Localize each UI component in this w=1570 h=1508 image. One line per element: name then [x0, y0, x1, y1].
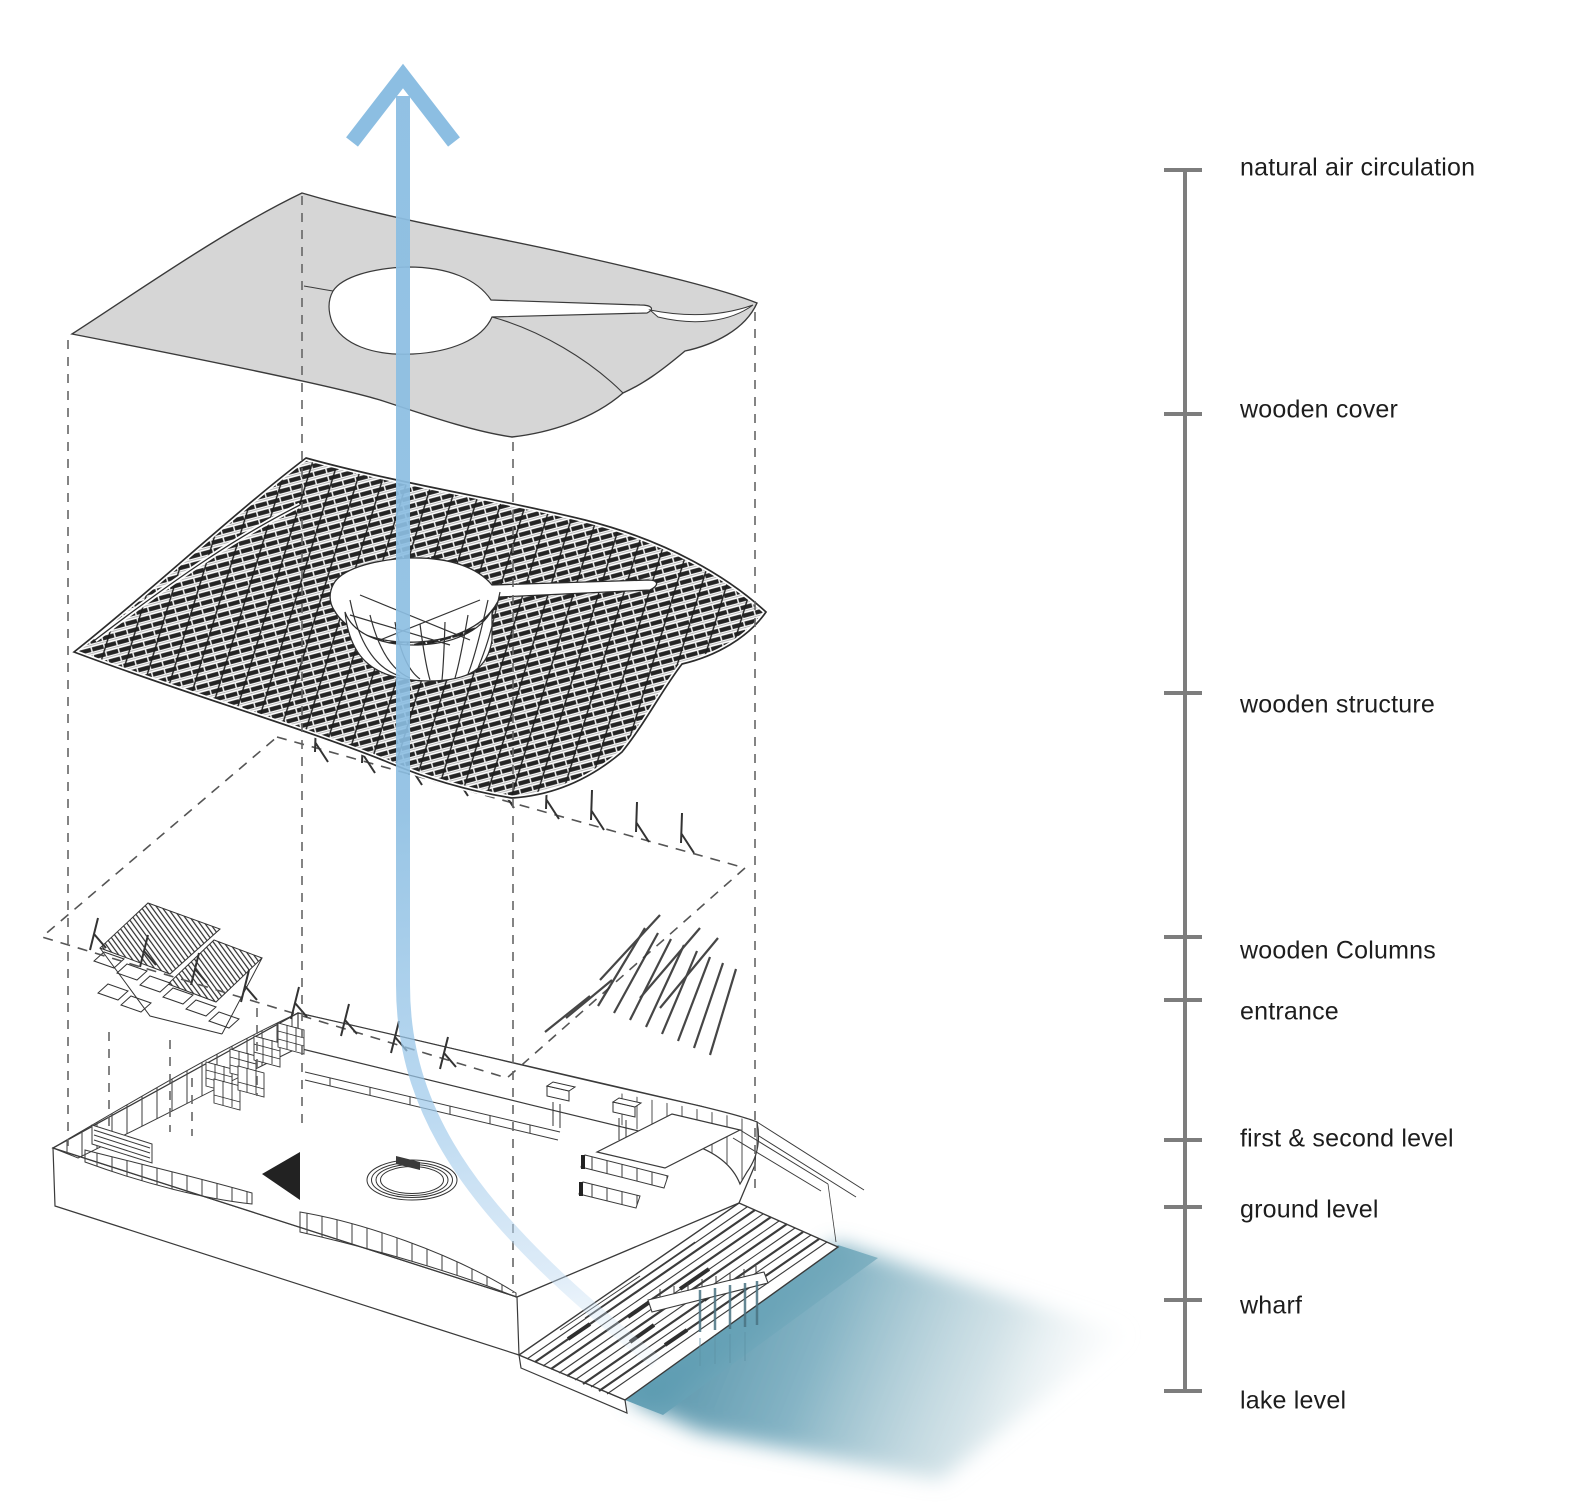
flow-path — [396, 96, 661, 1368]
label-natural-air-circulation: natural air circulation — [1240, 153, 1476, 182]
post-reflections — [699, 1332, 746, 1366]
label-lake-level: lake level — [1240, 1386, 1347, 1415]
axis-tick — [1164, 1298, 1202, 1302]
water-edge — [625, 1245, 878, 1415]
label-wharf: wharf — [1240, 1291, 1303, 1320]
wall-benches — [545, 1081, 643, 1142]
stair-triangle — [262, 1152, 300, 1200]
front-wall-left — [84, 1149, 253, 1205]
cover-slit — [648, 304, 754, 323]
deck-steps — [559, 1241, 696, 1331]
bookshelf-zigzag — [205, 1022, 305, 1111]
label-entrance: entrance — [1240, 997, 1339, 1026]
label-first-second-level: first & second level — [1240, 1124, 1454, 1153]
arrow-head — [346, 63, 460, 147]
water-fade — [627, 1243, 1128, 1480]
axis-tick — [1164, 691, 1202, 695]
guide-lines — [67, 196, 756, 1293]
label-wooden-cover: wooden cover — [1240, 395, 1399, 424]
label-wooden-columns: wooden Columns — [1240, 936, 1436, 965]
right-building — [578, 1113, 829, 1209]
lake-water — [625, 1243, 1128, 1480]
level-axis-line — [1183, 170, 1187, 1391]
axis-tick — [1164, 1138, 1202, 1142]
wharf-deck — [517, 1202, 840, 1414]
axis-tick — [1164, 1205, 1202, 1209]
column-cluster-right — [544, 914, 738, 1056]
pier — [647, 1266, 769, 1366]
auditorium-terraces — [93, 902, 263, 1035]
column-struts-front — [89, 917, 457, 1070]
columns-plane — [40, 721, 747, 1079]
lattice-fold-seam — [94, 504, 301, 641]
axis-tick — [1164, 168, 1202, 172]
columns-plane-outline — [40, 736, 747, 1079]
axis-tick — [1164, 1389, 1202, 1393]
axis-tick — [1164, 998, 1202, 1002]
air-flow-arrow-icon — [346, 63, 661, 1368]
circular-ramp — [366, 1156, 458, 1201]
axis-tick — [1164, 412, 1202, 416]
front-wall-curved — [299, 1211, 517, 1298]
label-wooden-structure: wooden structure — [1240, 690, 1435, 719]
wooden-structure-layer — [68, 455, 770, 801]
ground-floor-plate — [51, 1012, 865, 1356]
label-ground-level: ground level — [1240, 1195, 1379, 1224]
axis-tick — [1164, 935, 1202, 939]
pier-posts — [698, 1281, 759, 1332]
wooden-cover-layer — [70, 192, 758, 438]
entrance-ramp — [91, 1124, 153, 1164]
